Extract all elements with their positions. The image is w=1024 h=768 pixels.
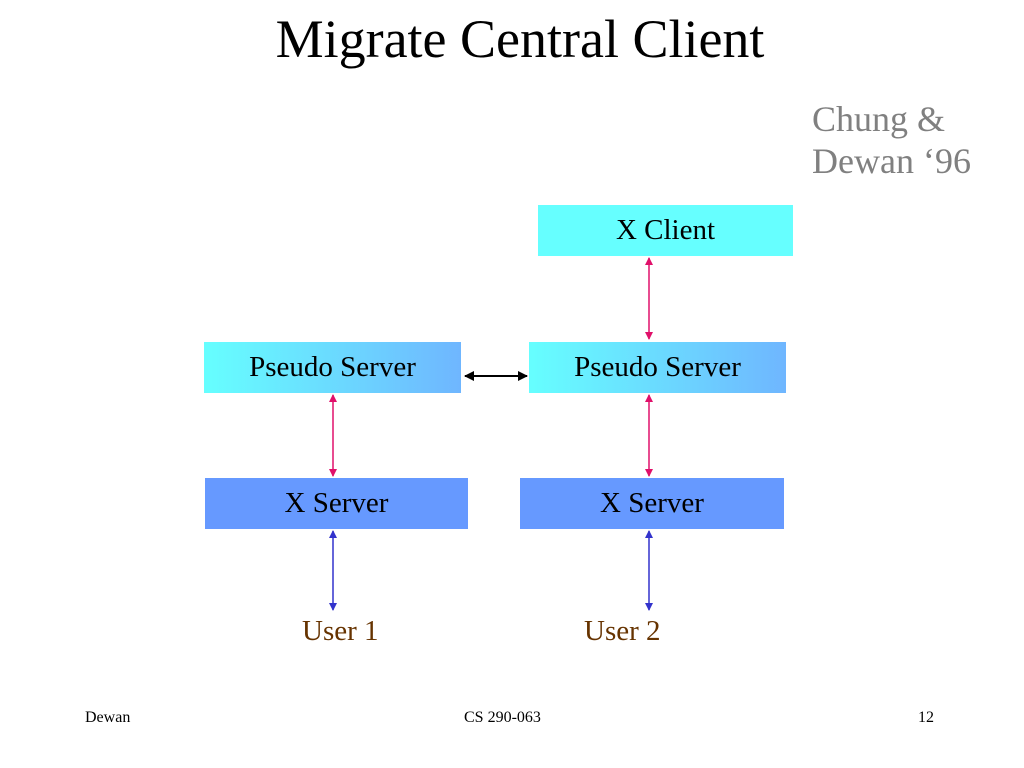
x-server-left-label: X Server	[284, 487, 389, 519]
citation-line-2: Dewan ‘96	[812, 141, 971, 181]
x-client-label: X Client	[615, 214, 716, 246]
pseudo-server-left-label: Pseudo Server	[249, 351, 416, 383]
footer-author: Dewan	[85, 709, 131, 726]
user-1-label: User 1	[302, 615, 379, 647]
citation-line-1: Chung &	[812, 99, 946, 139]
footer-page-number: 12	[918, 709, 934, 726]
x-server-right-box: X Server	[520, 478, 784, 529]
x-client-box: X Client	[538, 205, 793, 256]
user-2-label: User 2	[584, 615, 661, 647]
footer-course: CS 290-063	[464, 709, 541, 726]
x-server-left-box: X Server	[205, 478, 468, 529]
pseudo-server-right-label: Pseudo Server	[574, 351, 741, 383]
citation: Chung & Dewan ‘96	[812, 98, 971, 182]
slide-title: Migrate Central Client	[275, 9, 765, 69]
pseudo-server-right-box: Pseudo Server	[529, 342, 786, 393]
x-server-right-label: X Server	[600, 487, 704, 519]
pseudo-server-left-box: Pseudo Server	[204, 342, 461, 393]
